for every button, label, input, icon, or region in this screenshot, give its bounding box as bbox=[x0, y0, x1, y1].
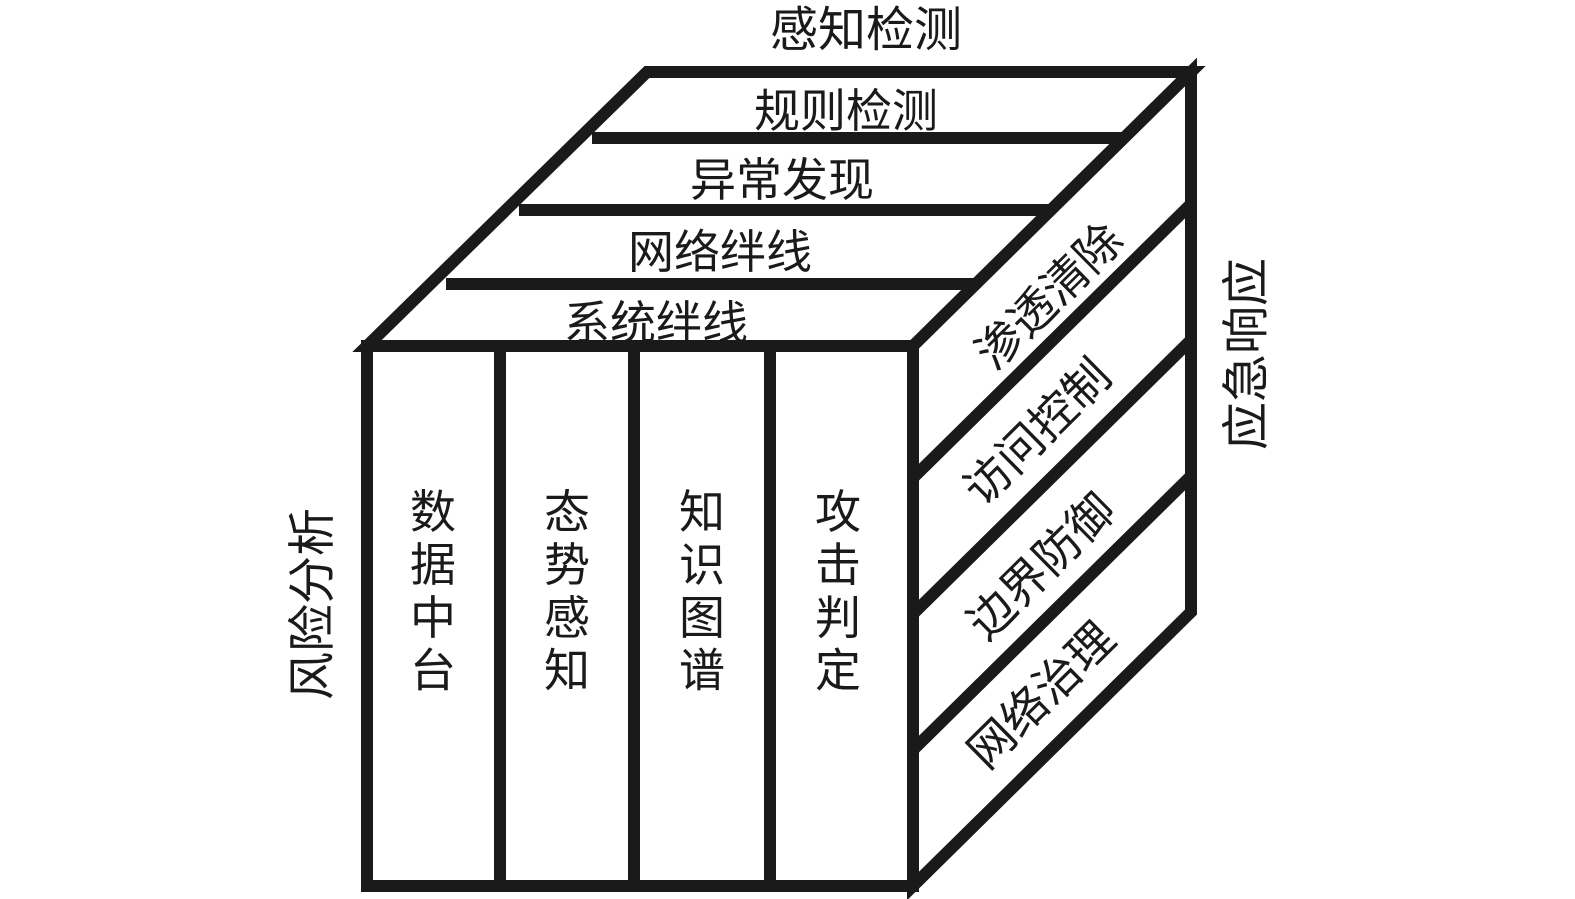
axis-label-top: 感知检测 bbox=[770, 2, 962, 58]
top-strip-label-1: 规则检测 bbox=[754, 84, 938, 138]
side-layer-dividers bbox=[908, 199, 1196, 755]
top-strip-label-3: 网络绊线 bbox=[628, 225, 812, 279]
front-column-label-3: 知识图谱 bbox=[679, 485, 725, 698]
front-column-dividers bbox=[494, 346, 776, 886]
top-strip-label-4: 系统绊线 bbox=[564, 296, 748, 350]
front-column-label-2: 态势感知 bbox=[544, 485, 590, 698]
top-strip-dividers bbox=[446, 132, 1124, 290]
axis-label-right: 应急响应 bbox=[1219, 258, 1275, 450]
front-column-label-1: 数据中台 bbox=[410, 485, 456, 698]
axis-label-left: 风险分析 bbox=[285, 508, 341, 700]
front-column-label-4: 攻击判定 bbox=[815, 485, 861, 698]
top-strip-label-2: 异常发现 bbox=[690, 153, 874, 207]
